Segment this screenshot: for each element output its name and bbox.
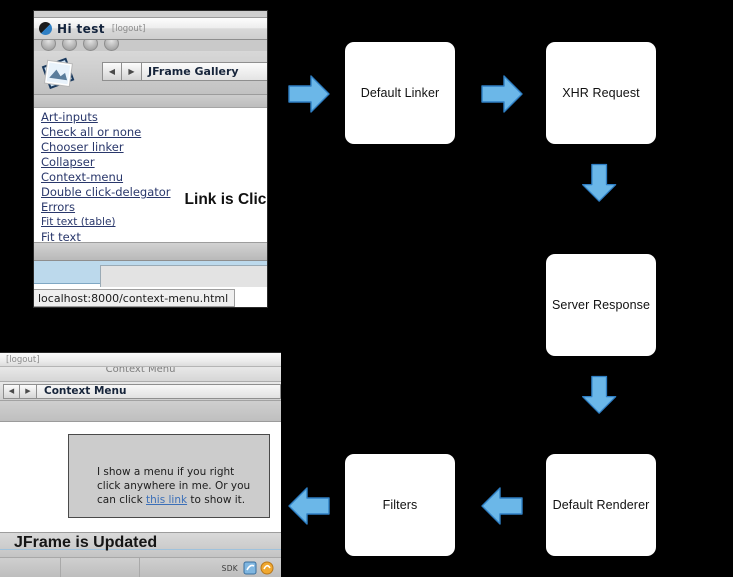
logout-link-2[interactable]: [logout] (6, 354, 40, 365)
flow-node-filters: Filters (345, 454, 455, 556)
context-menu-window[interactable]: [logout] Context Menu ◀ ▶ Context Menu I… (0, 352, 281, 577)
gallery-link[interactable]: Fit text (table) (41, 216, 116, 228)
breadcrumb[interactable]: JFrame Gallery (142, 62, 267, 81)
gallery-link[interactable]: Errors (41, 200, 76, 214)
sdk-orange-icon[interactable] (260, 561, 274, 575)
context-menu-nav[interactable]: ◀ ▶ Context Menu (0, 382, 281, 401)
status-inset-panel (100, 265, 267, 287)
forward-button-2[interactable]: ▶ (20, 383, 37, 399)
window-control-circle[interactable] (104, 40, 119, 51)
arrow-renderer-to-filters-icon (481, 487, 523, 525)
demo-text-before: I show a menu if you right click anywher… (97, 466, 251, 506)
logout-link[interactable]: [logout] (111, 23, 146, 34)
demo-panel-text: I show a menu if you right click anywher… (97, 465, 257, 507)
window-control-circle[interactable] (41, 40, 56, 51)
arrow-into-default-linker-icon (288, 75, 330, 113)
breadcrumb-2[interactable]: Context Menu (37, 383, 281, 399)
bottom-toolbar-upper: JFrame is Updated (0, 532, 281, 557)
greeting-label: Hi test (57, 21, 105, 36)
status-bar-url: localhost:8000/context-menu.html (34, 289, 235, 307)
flow-node-label: Server Response (551, 298, 651, 312)
gallery-link[interactable]: Context-menu (41, 170, 124, 184)
gallery-link[interactable]: Fit text (41, 230, 81, 242)
gallery-link[interactable]: Collapser (41, 155, 95, 169)
bottom-toolbar-lower: SDK (0, 557, 281, 577)
show-menu-link[interactable]: this link (146, 494, 188, 506)
toolbar-divider (34, 95, 267, 108)
demo-text-after: to show it. (187, 494, 246, 506)
gallery-link[interactable]: Check all or none (41, 125, 142, 139)
flow-node-server-response: Server Response (546, 254, 656, 356)
photo-stack-icon (41, 57, 75, 90)
context-menu-body: I show a menu if you right click anywher… (0, 422, 281, 547)
gallery-link[interactable]: Chooser linker (41, 140, 124, 154)
forward-button[interactable]: ▶ (122, 62, 142, 81)
arrow-out-of-filters-icon (288, 487, 330, 525)
app-header-2: [logout] (0, 353, 281, 367)
window-control-circle[interactable] (83, 40, 98, 51)
back-button-2[interactable]: ◀ (3, 383, 20, 399)
gallery-nav[interactable]: ◀ ▶ JFrame Gallery (102, 62, 267, 81)
window-control-circle[interactable] (62, 40, 77, 51)
blue-status-strip (34, 261, 267, 287)
flow-node-label: Default Linker (360, 86, 440, 100)
nav-divider-2 (0, 401, 281, 422)
flow-node-label: Filters (382, 498, 418, 512)
sdk-label: SDK (221, 563, 238, 573)
gallery-toolbar: ◀ ▶ JFrame Gallery (34, 51, 267, 95)
flow-node-default-linker: Default Linker (345, 42, 455, 144)
bottom-toolbar: JFrame is Updated SDK (0, 532, 281, 577)
flow-node-default-renderer: Default Renderer (546, 454, 656, 556)
app-header: Hi test [logout] (34, 18, 267, 40)
arrow-xhr-to-server-response-icon (582, 163, 617, 202)
flow-node-label: Default Renderer (552, 498, 650, 512)
ghost-title-label: Context Menu (105, 367, 176, 375)
ghost-title-bar: Context Menu (0, 367, 281, 382)
gallery-link[interactable]: Art-inputs (41, 110, 98, 124)
toolbar-separator (139, 558, 140, 577)
flow-node-label: XHR Request (562, 86, 640, 100)
content-bottom-bar (34, 242, 267, 261)
gallery-link[interactable]: Double click-delegator (41, 185, 171, 199)
arrow-server-to-renderer-icon (582, 375, 617, 414)
back-button[interactable]: ◀ (102, 62, 122, 81)
sdk-blue-icon[interactable] (243, 561, 257, 575)
jframe-gallery-window[interactable]: Hi test [logout] (33, 10, 268, 308)
link-clicked-overlay: Link is Click (184, 191, 267, 208)
app-logo-icon (39, 22, 52, 35)
toolbar-accent-line (0, 549, 281, 550)
flow-node-xhr-request: XHR Request (546, 42, 656, 144)
toolbar-separator (60, 558, 61, 577)
arrow-linker-to-xhr-icon (481, 75, 523, 113)
context-menu-demo-panel[interactable]: I show a menu if you right click anywher… (68, 434, 270, 518)
jframe-updated-label: JFrame is Updated (14, 534, 158, 551)
window-controls-bar (34, 40, 267, 51)
window-title-strip (34, 11, 267, 18)
